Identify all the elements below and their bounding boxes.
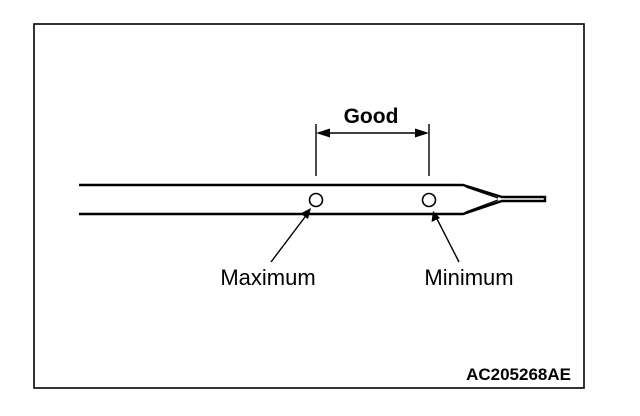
min-leader-line xyxy=(435,216,460,263)
max-leader-line xyxy=(270,212,309,263)
range-arrowhead-left xyxy=(316,128,330,138)
range-arrowhead-right xyxy=(415,128,429,138)
max-level-hole xyxy=(308,192,324,208)
figure-frame xyxy=(33,23,585,389)
dipstick-tip-line xyxy=(465,186,499,199)
range-label: Good xyxy=(344,105,399,128)
dipstick-blade xyxy=(79,183,547,216)
min-label: Minimum xyxy=(424,265,513,290)
min-level-hole xyxy=(421,192,437,208)
dipstick-tip-line xyxy=(465,199,499,213)
min-leader-arrowhead xyxy=(431,211,440,222)
max-label: Maximum xyxy=(220,265,315,290)
figure-code: AC205268AE xyxy=(466,365,571,384)
max-leader-arrowhead xyxy=(300,208,311,219)
